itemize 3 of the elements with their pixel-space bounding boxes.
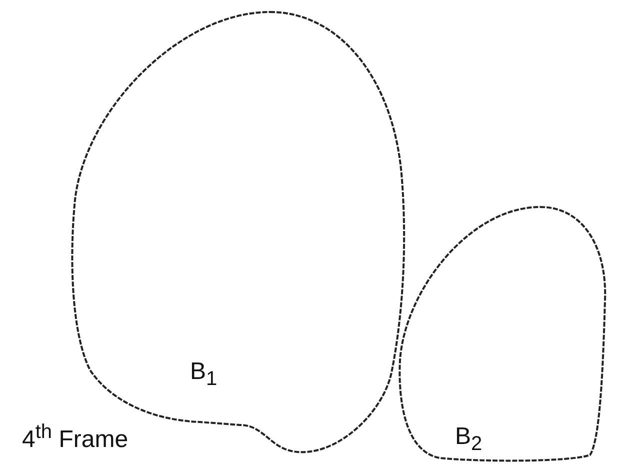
frame-label: 4$^{th}$ Frame: [22, 422, 128, 452]
region-label: B$_{1}$: [190, 360, 218, 389]
region-label: B$_{2}$: [455, 425, 482, 454]
